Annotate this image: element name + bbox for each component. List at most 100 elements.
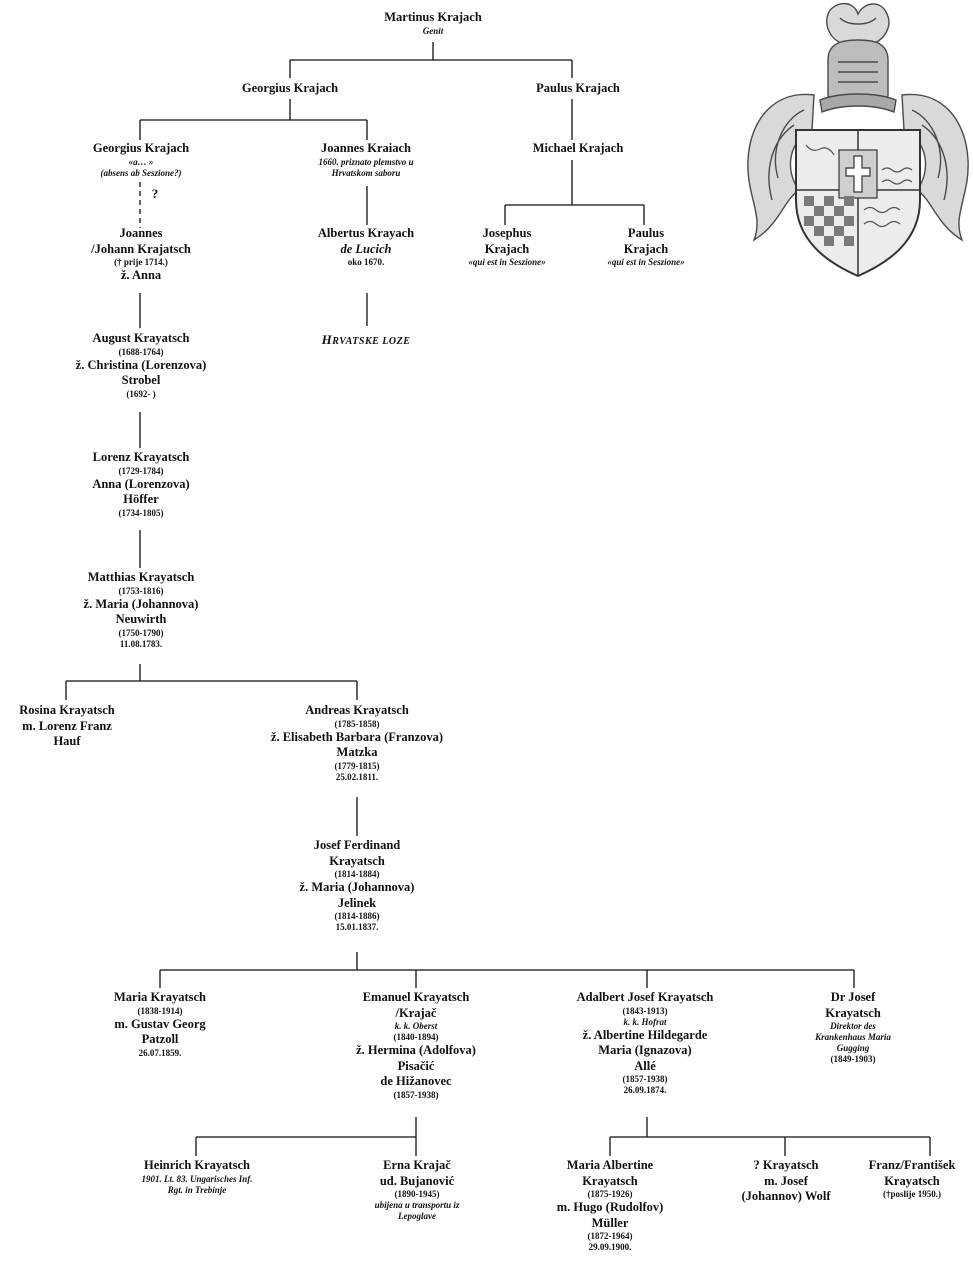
person-note: Rgt. in Trebinje: [167, 1184, 227, 1195]
person-note: Genit: [422, 25, 444, 36]
marriage-date: 29.09.1900.: [588, 1242, 632, 1252]
person-name: Paulus Krajach: [536, 81, 620, 95]
person-josef-ferdinand-krayatsch: Josef Ferdinand Krayatsch (1814-1884) ž.…: [300, 838, 415, 933]
person-georgius-krajach-2: Georgius Krajach «a… » (absens ab Seszio…: [93, 141, 189, 179]
person-erna-krajac: Erna Krajač ud. Bujanović (1890-1945) ub…: [375, 1158, 460, 1222]
branch-label: HRVATSKE LOZE: [322, 332, 411, 350]
person-spouse: Pisačić: [397, 1058, 435, 1073]
person-name: Martinus Krajach: [384, 10, 482, 24]
person-martinus-krajach: Martinus Krajach Genit: [384, 10, 482, 37]
person-name: Emanuel Krayatsch: [362, 990, 470, 1004]
person-name: Paulus: [627, 226, 665, 240]
person-franz-frantisek-krayatsch: Franz/František Krayatsch (†poslije 1950…: [869, 1158, 956, 1200]
person-dates: (1753-1816): [118, 585, 164, 596]
person-name: Michael Krajach: [532, 141, 624, 155]
person-name: Andreas Krayatsch: [305, 703, 409, 717]
person-spouse: ž. Maria (Johannova): [299, 880, 415, 894]
person-title: Direktor des: [830, 1021, 876, 1031]
person-dates: (1814-1884): [334, 869, 380, 879]
person-note: ubijena u transportu iz: [374, 1200, 460, 1210]
question-mark: ?: [151, 186, 159, 201]
person-spouse: ž. Christina (Lorenzova): [75, 357, 207, 372]
marriage-date: 15.01.1837.: [335, 922, 379, 932]
person-note: 1901. Lt. 83. Ungarisches Inf.: [141, 1173, 253, 1184]
person-maria-krayatsch: Maria Krayatsch (1838-1914) m. Gustav Ge…: [114, 990, 206, 1059]
person-spouse: ž. Maria (Johannova): [83, 596, 199, 611]
person-dates: (1779-1815): [334, 760, 380, 771]
person-spouse: ž. Hermina (Adolfova): [356, 1043, 476, 1057]
person-note: «a… »: [128, 156, 154, 167]
person-name: ? Krayatsch: [753, 1158, 819, 1172]
person-name: /Johann Krajatsch: [91, 241, 191, 256]
person-dates: (1857-1938): [622, 1074, 668, 1084]
person-name: Joannes: [119, 226, 163, 240]
person-joannes-kraiach: Joannes Kraiach 1660. priznato plemstvo …: [318, 141, 413, 179]
person-dr-josef-krayatsch: Dr Josef Krayatsch Direktor des Krankenh…: [815, 990, 891, 1065]
person-heinrich-krayatsch: Heinrich Krayatsch 1901. Lt. 83. Ungaris…: [141, 1158, 252, 1196]
person-josephus-krajach: Josephus Krajach «qui est in Seszione»: [468, 226, 545, 268]
person-paulus-krajach-2: Paulus Krajach «qui est in Seszione»: [607, 226, 684, 268]
person-spouse: de Hižanovec: [380, 1074, 452, 1088]
person-spouse: Matzka: [336, 745, 378, 759]
person-name: Maria Albertine: [566, 1158, 654, 1172]
person-spouse: ž. Elisabeth Barbara (Franzova): [270, 729, 444, 744]
marriage-date: 11.08.1783.: [119, 638, 163, 649]
person-note: «qui est in Seszione»: [607, 257, 685, 267]
person-dates: (1849-1903): [830, 1054, 876, 1064]
person-rosina-krayatsch: Rosina Krayatsch m. Lorenz Franz Hauf: [19, 703, 115, 750]
person-spouse: m. Gustav Georg: [114, 1016, 206, 1031]
person-adalbert-josef-krayatsch: Adalbert Josef Krayatsch (1843-1913) k. …: [577, 990, 714, 1096]
person-andreas-krayatsch: Andreas Krayatsch (1785-1858) ž. Elisabe…: [271, 703, 443, 783]
person-name: Krajach: [623, 241, 669, 256]
person-name: Josephus: [482, 226, 532, 240]
person-name: Georgius Krajach: [92, 141, 190, 155]
person-spouse: Jelinek: [337, 895, 377, 910]
person-dates: (1750-1790): [118, 627, 164, 638]
person-spouse: Neuwirth: [115, 612, 167, 626]
person-name: Maria Krayatsch: [114, 990, 206, 1004]
person-name: Heinrich Krayatsch: [144, 1158, 250, 1172]
person-name: /Krajač: [395, 1005, 437, 1020]
person-note: 1660. priznato plemstvo u: [318, 156, 414, 167]
uncertain-link-mark: ?: [152, 186, 159, 201]
person-spouse: (Johannov) Wolf: [741, 1189, 831, 1203]
person-note: «qui est in Seszione»: [468, 257, 546, 267]
person-spouse: ž. Anna: [120, 268, 162, 282]
person-lorenz-krayatsch: Lorenz Krayatsch (1729-1784) Anna (Loren…: [92, 450, 189, 519]
person-dates: (1785-1858): [334, 718, 380, 729]
person-spouse: Anna (Lorenzova): [92, 476, 190, 491]
person-dates: (1875-1926): [587, 1189, 633, 1199]
person-name: Dr Josef: [830, 990, 876, 1004]
person-dates: (1729-1784): [118, 465, 164, 476]
person-title: Gugging: [836, 1043, 870, 1053]
person-unknown-krayatsch: ? Krayatsch m. Josef (Johannov) Wolf: [741, 1158, 830, 1205]
person-albertus-krayach: Albertus Krayach de Lucich oko 1670.: [318, 226, 414, 268]
person-joannes-johann-krajatsch: Joannes /Johann Krajatsch († prije 1714.…: [91, 226, 191, 284]
person-name: Rosina Krayatsch: [19, 703, 115, 717]
person-dates: (1890-1945): [394, 1189, 440, 1199]
person-dates: (1843-1913): [622, 1005, 668, 1016]
person-georgius-krajach-1: Georgius Krajach: [242, 81, 338, 97]
person-spouse: m. Lorenz Franz: [22, 718, 112, 733]
person-spouse: m. Josef: [764, 1173, 808, 1188]
person-dates: (1872-1964): [587, 1231, 633, 1241]
person-name: August Krayatsch: [92, 331, 190, 345]
person-title: k. k. Hofrat: [623, 1016, 667, 1027]
person-spouse: Maria (Ignazova): [598, 1043, 692, 1057]
person-maria-albertine-krayatsch: Maria Albertine Krayatsch (1875-1926) m.…: [557, 1158, 664, 1253]
person-dates: oko 1670.: [347, 257, 385, 267]
person-title: Krankenhaus Maria: [815, 1032, 891, 1042]
person-note: (absens ab Seszione?): [100, 167, 182, 178]
person-paulus-krajach-1: Paulus Krajach: [536, 81, 620, 97]
person-spouse: Hauf: [53, 734, 81, 748]
person-name: Adalbert Josef Krayatsch: [576, 990, 714, 1004]
person-spouse: Allé: [634, 1058, 656, 1073]
person-matthias-krayatsch: Matthias Krayatsch (1753-1816) ž. Maria …: [84, 570, 199, 650]
person-dates: (1814-1886): [334, 911, 380, 921]
branch-label-rest: RVATSKE LOZE: [332, 336, 411, 347]
person-name: Joannes Kraiach: [321, 141, 411, 155]
marriage-date: 26.09.1874.: [623, 1085, 667, 1095]
person-dates: (1734-1805): [118, 507, 164, 518]
